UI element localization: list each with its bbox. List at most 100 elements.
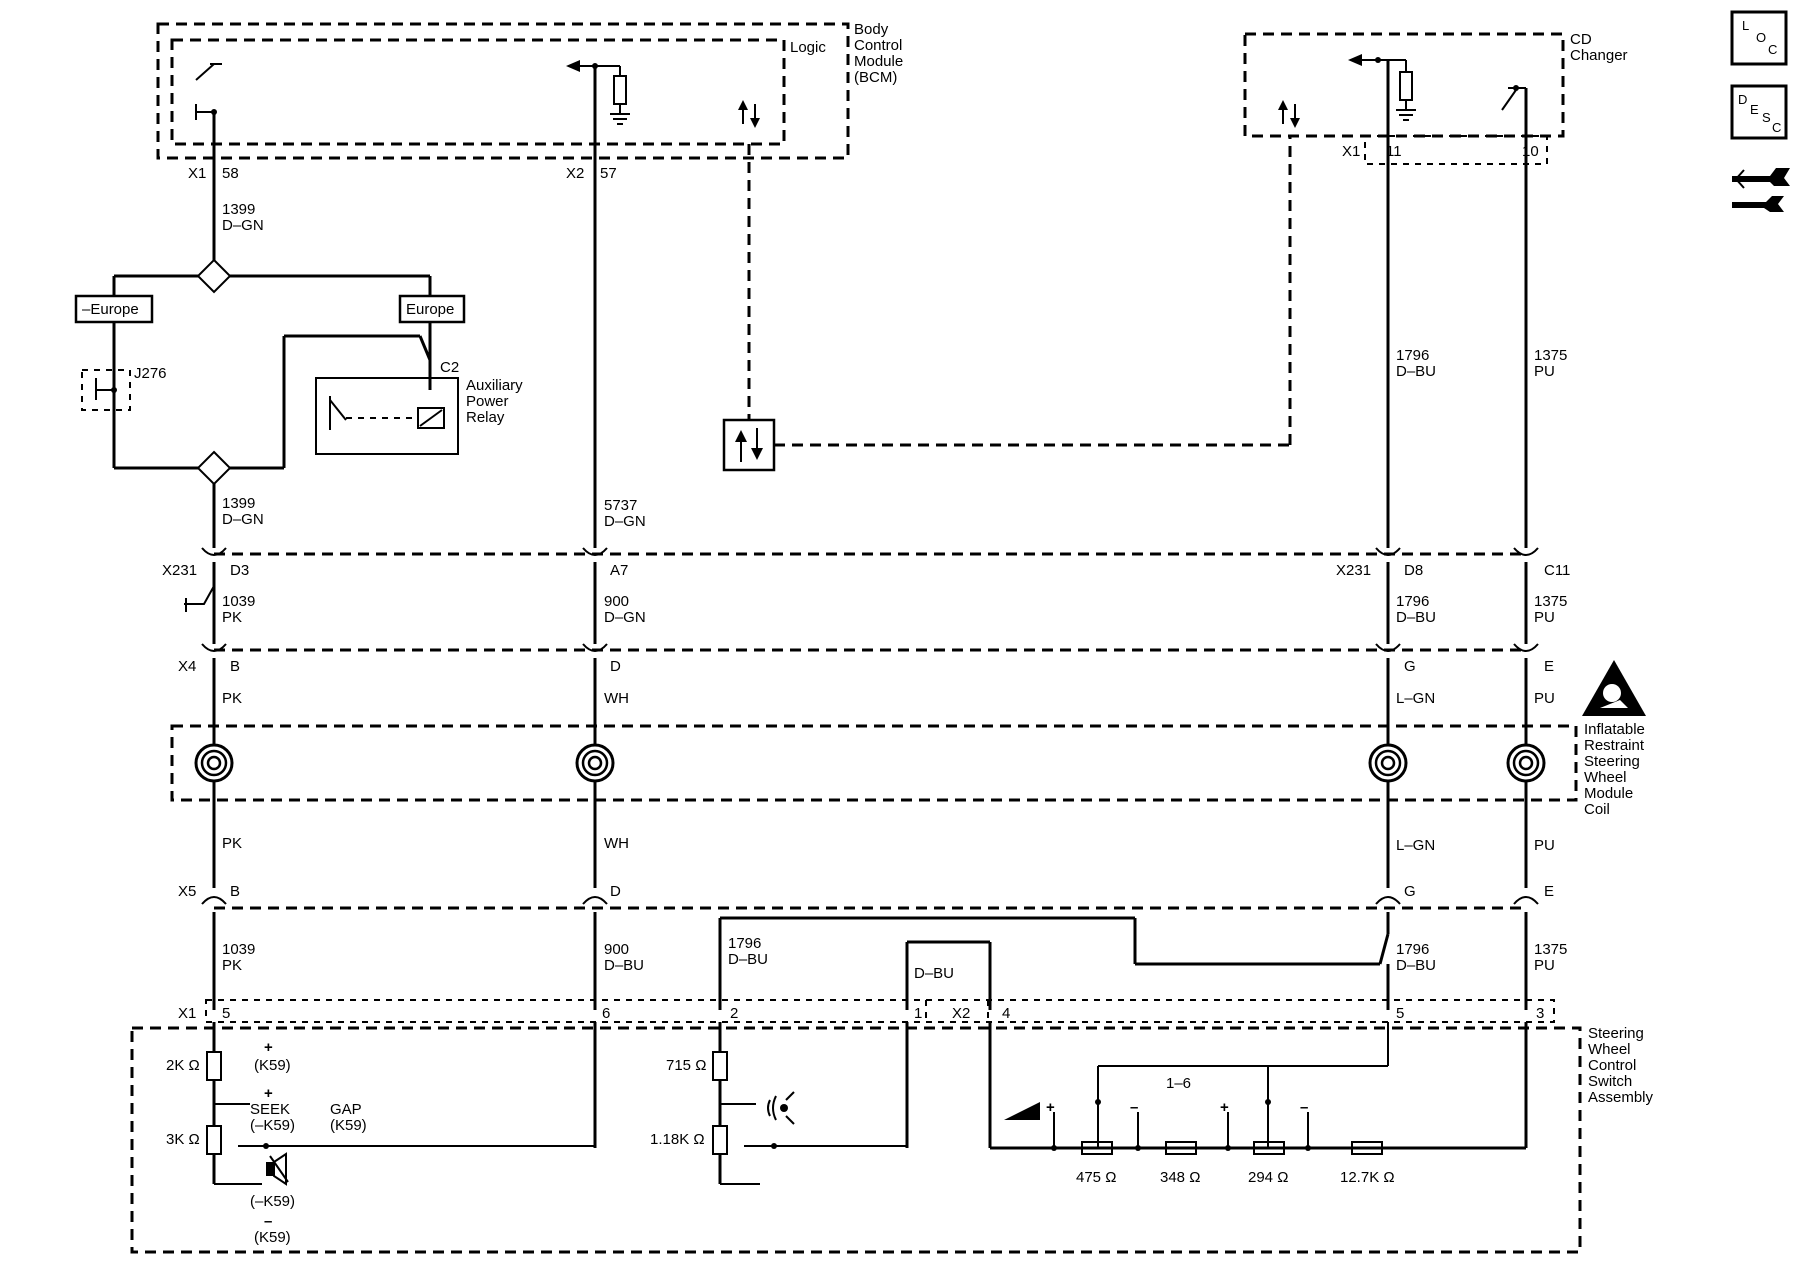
bcm-title-line-1: Body (854, 21, 889, 38)
coil-top-color-wh: WH (604, 690, 629, 707)
left-resistor-ladder (206, 1022, 597, 1185)
cd-pin-11: 11 (1386, 143, 1402, 160)
wire-900-c-number: 900 (604, 941, 629, 958)
wire-1039-c-color: PK (222, 957, 242, 974)
r294-label: 294 Ω (1248, 1169, 1288, 1186)
switch-x2-pin-4: 4 (1002, 1005, 1010, 1022)
coil-top-color-lgn: L–GN (1396, 690, 1435, 707)
r2k-label: 2K Ω (166, 1057, 200, 1074)
x231-pin-d8: D8 (1404, 562, 1423, 579)
wire-1375-top-number: 1375 (1534, 347, 1567, 364)
seek-plus-sign: + (264, 1085, 273, 1102)
coil-title-line-5: Module (1584, 785, 1633, 802)
bcm-output-pullup-icon (566, 60, 630, 125)
column-a-wiring (81, 112, 432, 548)
x5-label: X5 (178, 883, 196, 900)
swc-title-line-2: Wheel (1588, 1041, 1631, 1058)
coil-spiral-icon (575, 743, 615, 783)
vol-minus-k59: (K59) (254, 1229, 291, 1246)
wire-1796-c-number: 1796 (728, 935, 761, 952)
bcm-module: Body Control Module (BCM) Logic (156, 21, 903, 160)
r118k-label: 1.18K Ω (650, 1131, 705, 1148)
bcm-x1-pin: 58 (222, 165, 239, 182)
preset-plus-left: + (1046, 1099, 1055, 1116)
bcm-data-arrows-icon (738, 100, 760, 128)
desc-letter-s: S (1762, 110, 1771, 125)
vol-plus-sign: + (264, 1039, 273, 1056)
wire-1399-top-color: D–GN (222, 217, 264, 234)
x5-pin-b: B (230, 883, 240, 900)
coil-title-line-2: Restraint (1584, 737, 1645, 754)
bcm-title-line-4: (BCM) (854, 69, 897, 86)
mute-speaker-icon (266, 1152, 289, 1186)
x4-pin-g: G (1404, 658, 1416, 675)
x4-pin-d: D (610, 658, 621, 675)
location-view-icon[interactable]: L O C (1730, 10, 1788, 66)
coil-top-color-pk: PK (222, 690, 242, 707)
preset-plus-right: + (1220, 1099, 1229, 1116)
mute-k59: (–K59) (250, 1193, 295, 1210)
x231-pin-c11: C11 (1544, 562, 1570, 579)
coil-spiral-icon (1368, 743, 1408, 783)
europe-option-box (398, 294, 466, 324)
switch-x1-pin-2: 2 (730, 1005, 738, 1022)
wire-900-a-color: D–GN (604, 609, 646, 626)
wire-1375-c-number: 1375 (1534, 941, 1567, 958)
gap-label: GAP (330, 1101, 362, 1118)
relay-title-line-1: Auxiliary (466, 377, 523, 394)
no-europe-option-label: –Europe (82, 301, 139, 318)
wire-1375-c-color: PU (1534, 957, 1555, 974)
desc-letter-d: D (1738, 92, 1747, 107)
preset-resistor-chain (988, 1022, 1528, 1151)
j276-splice-label: J276 (134, 365, 167, 382)
coil-spiral-icon (194, 743, 234, 783)
x5-pin-d: D (610, 883, 621, 900)
wire-1796-b-number: 1796 (1396, 593, 1429, 610)
description-view-icon[interactable]: D E S C (1730, 84, 1788, 140)
bcm-x2-label: X2 (566, 165, 584, 182)
switch-x2-pin-5: 5 (1396, 1005, 1404, 1022)
cd-changer-title-line-1: CD (1570, 31, 1592, 48)
x4-pin-e: E (1544, 658, 1554, 675)
service-wrench-icon[interactable] (1732, 168, 1790, 212)
switch-x1-pin-6: 6 (602, 1005, 610, 1022)
middle-resistor-ladder (712, 1022, 909, 1185)
bcm-x1-label: X1 (188, 165, 206, 182)
desc-letter-e: E (1750, 102, 1759, 117)
wire-1039-c-number: 1039 (222, 941, 255, 958)
x5-pin-e: E (1544, 883, 1554, 900)
x4-pin-b: B (230, 658, 240, 675)
x231-pin-d3: D3 (230, 562, 249, 579)
switch-x1-pin-5: 5 (222, 1005, 230, 1022)
wire-1375-top-color: PU (1534, 363, 1555, 380)
wire-1796-top-number: 1796 (1396, 347, 1429, 364)
vol-plus-k59: (K59) (254, 1057, 291, 1074)
preset-resistors (1081, 1141, 1383, 1155)
wire-1399-bottom-color: D–GN (222, 511, 264, 528)
no-europe-option-box (74, 294, 154, 324)
preset-minus-left: – (1130, 1099, 1138, 1116)
serial-data-link (722, 136, 1292, 472)
switch-x1-label: X1 (178, 1005, 196, 1022)
coil-spiral-icon (1506, 743, 1546, 783)
cd-data-arrows-icon (1278, 100, 1300, 128)
wire-1796-d-number: 1796 (1396, 941, 1429, 958)
switch-x1-pin-1: 1 (914, 1005, 922, 1022)
cd-switch-input-icon (1501, 85, 1526, 111)
bcm-logic-label: Logic (790, 39, 826, 56)
clockspring-coil (170, 658, 1578, 888)
volume-ramp-icon (1004, 1102, 1040, 1120)
wire-1375-b-number: 1375 (1534, 593, 1567, 610)
cd-x1-label: X1 (1342, 143, 1360, 160)
vol-minus-sign: – (264, 1213, 272, 1230)
coil-bottom-color-pu: PU (1534, 837, 1555, 854)
wire-1796-d-color: D–BU (1396, 957, 1436, 974)
loc-letter-l: L (1742, 18, 1749, 33)
cd-output-pullup-icon (1348, 54, 1416, 121)
x231-pin-a7: A7 (610, 562, 628, 579)
bcm-title-line-2: Control (854, 37, 902, 54)
dbu-jumper-color: D–BU (914, 965, 954, 982)
coil-bottom-color-wh: WH (604, 835, 629, 852)
wire-1039-a-color: PK (222, 609, 242, 626)
